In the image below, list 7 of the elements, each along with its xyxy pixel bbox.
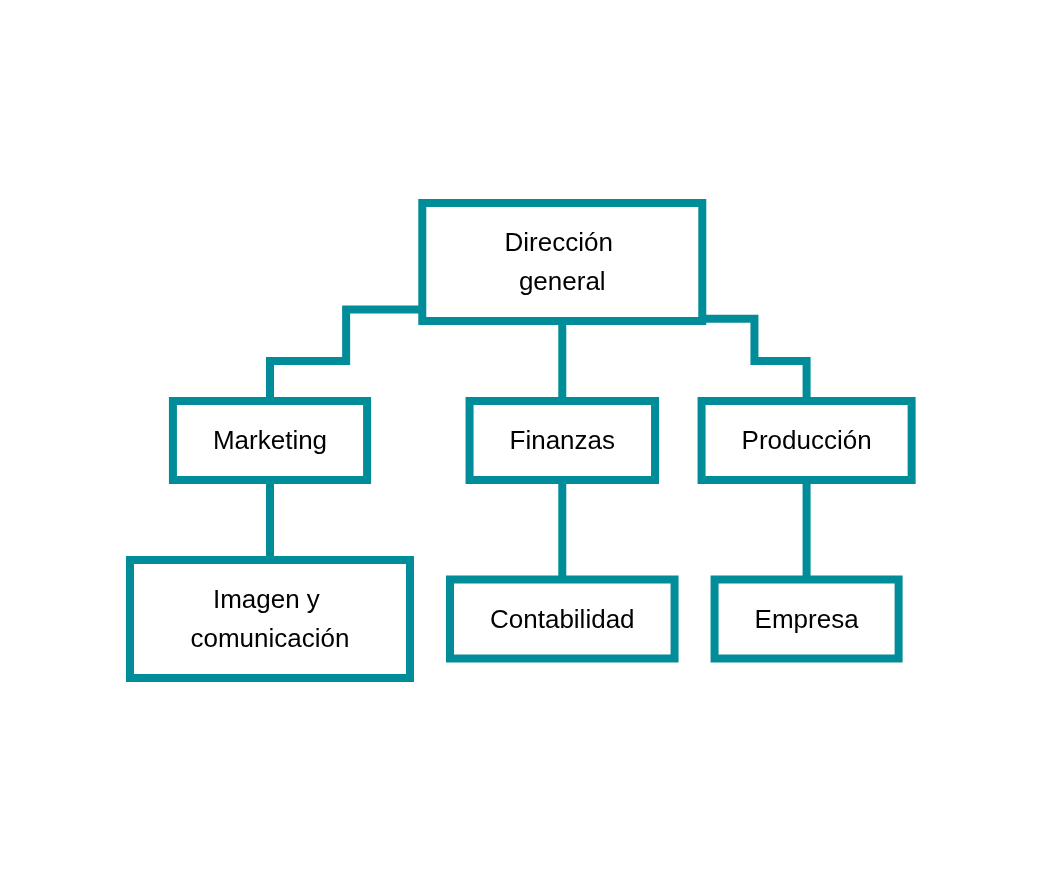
node-box: Contabilidad (446, 575, 679, 663)
node-box: Producción (697, 397, 916, 484)
node-box: Finanzas (465, 397, 660, 484)
node-box: Empresa (710, 575, 903, 663)
node-box: Dirección general (418, 199, 707, 325)
node-box: Imagen y comunicación (126, 556, 415, 682)
node-box: Marketing (169, 397, 372, 484)
